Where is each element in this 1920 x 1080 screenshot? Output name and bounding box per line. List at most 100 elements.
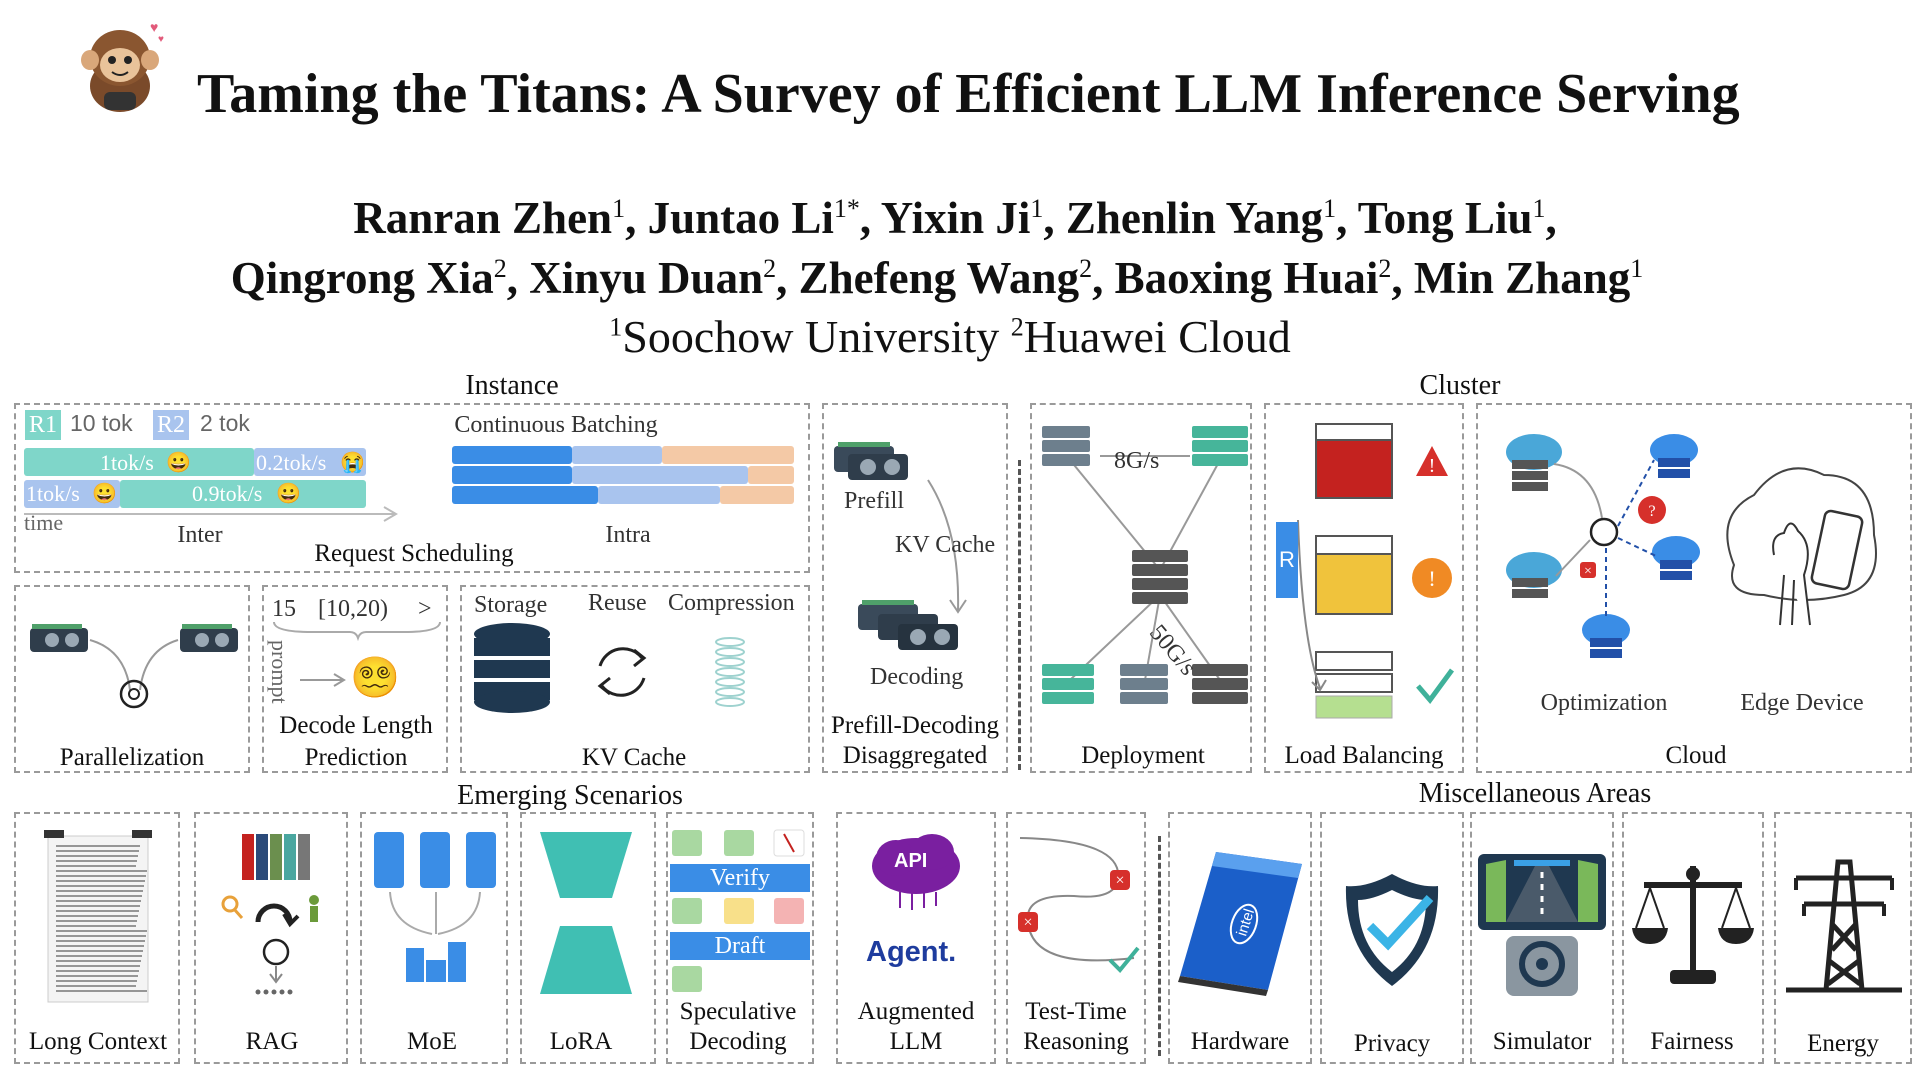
energy-label: Energy bbox=[1807, 1030, 1879, 1057]
long-context-panel bbox=[14, 812, 180, 1064]
aug-label-1: Augmented bbox=[857, 998, 975, 1025]
api-text: API bbox=[894, 850, 928, 872]
lora-icon bbox=[540, 832, 632, 994]
spec-label-2: Decoding bbox=[689, 1028, 787, 1055]
decode-v2: [10,20) bbox=[318, 596, 388, 622]
affiliation-number: 2 bbox=[1010, 312, 1024, 342]
batch-row-2a bbox=[452, 466, 572, 484]
monkey-mascot-icon: ♥ ♥ bbox=[81, 21, 164, 112]
pd-label-2: Disaggregated bbox=[842, 742, 988, 769]
author-name: Yixin Ji bbox=[880, 193, 1031, 243]
batch-row-2b bbox=[572, 466, 748, 484]
simulator-icon bbox=[1478, 854, 1606, 996]
energy-tower-icon bbox=[1786, 859, 1902, 993]
crying-emoji-icon: 😭 bbox=[340, 452, 365, 474]
edge-device-llama-icon bbox=[1726, 467, 1877, 626]
author-name: Tong Liu bbox=[1357, 193, 1533, 243]
prompt-label: prompt bbox=[267, 640, 292, 704]
spec-label-1: Speculative bbox=[679, 998, 797, 1025]
parallelization-label: Parallelization bbox=[59, 744, 205, 771]
affiliation-number: 1 bbox=[609, 312, 623, 342]
ttr-label-1: Test-Time bbox=[1025, 998, 1127, 1025]
decode-v1: 15 bbox=[272, 596, 296, 622]
compression-label: Compression bbox=[668, 590, 795, 616]
author-name: Baoxing Huai bbox=[1114, 253, 1379, 303]
authors-line-1: Ranran Zhen1, Juntao Li1*, Yixin Ji1, Zh… bbox=[353, 193, 1557, 243]
simulator-panel bbox=[1470, 812, 1614, 1064]
moe-icon bbox=[374, 832, 496, 982]
speculative-grid-icon bbox=[672, 829, 805, 992]
emerging-misc-divider bbox=[1158, 836, 1161, 1056]
pd-label-1: Prefill-Decoding bbox=[830, 712, 1000, 739]
kv-transfer-arrow-icon bbox=[927, 479, 967, 614]
parallelization-panel bbox=[14, 585, 250, 773]
moe-label: MoE bbox=[407, 1028, 457, 1055]
decode-v3: > bbox=[418, 596, 432, 622]
batch-row-1a bbox=[452, 446, 572, 464]
timeline-bar-d bbox=[120, 480, 366, 508]
request-scheduling-label: Request Scheduling bbox=[314, 540, 514, 567]
author-affiliation-mark: 2 bbox=[763, 254, 777, 283]
thinking-emoji-icon: 😵‍💫 bbox=[350, 655, 400, 700]
batch-row-2c bbox=[748, 466, 794, 484]
prompt-arrow-icon bbox=[300, 673, 346, 687]
author-affiliation-mark: 1 bbox=[1532, 194, 1546, 223]
authors-line-2: Qingrong Xia2, Xinyu Duan2, Zhefeng Wang… bbox=[230, 253, 1644, 303]
hardware-card-icon bbox=[1178, 852, 1302, 996]
r1-tag: R1 bbox=[25, 410, 61, 440]
r1-text: 10 tok bbox=[70, 410, 133, 436]
section-cluster: Cluster bbox=[1419, 370, 1501, 401]
draft-box: Draft bbox=[670, 932, 810, 960]
aug-label-2: LLM bbox=[889, 1028, 943, 1055]
augmented-llm-panel bbox=[836, 812, 996, 1064]
rag-label: RAG bbox=[245, 1028, 299, 1055]
verify-box: Verify bbox=[670, 864, 810, 892]
intra-label: Intra bbox=[605, 522, 651, 548]
author-name: Xinyu Duan bbox=[529, 253, 764, 303]
affiliation-name: Huawei Cloud bbox=[1023, 311, 1291, 362]
svg-text:×: × bbox=[1023, 914, 1032, 931]
batch-row-3c bbox=[720, 486, 794, 504]
prefill-label: Prefill bbox=[844, 488, 904, 514]
smile-emoji-icon: 😀 bbox=[166, 452, 191, 474]
compression-spring-icon bbox=[715, 637, 745, 707]
load-balancing-icon: ! ! bbox=[1297, 423, 1455, 719]
kv-cache-panel bbox=[460, 585, 810, 773]
batch-row-3b bbox=[598, 486, 720, 504]
privacy-label: Privacy bbox=[1353, 1030, 1431, 1057]
load-balancing-panel bbox=[1264, 403, 1464, 773]
decoding-label: Decoding bbox=[870, 664, 964, 690]
reasoning-paths-icon: × × bbox=[1018, 837, 1140, 973]
author-affiliation-mark: 1 bbox=[1030, 194, 1044, 223]
author-affiliation-mark: 2 bbox=[493, 254, 507, 283]
long-context-label: Long Context bbox=[28, 1028, 168, 1055]
ttr-label-2: Reasoning bbox=[1023, 1028, 1129, 1055]
cloud-panel bbox=[1476, 403, 1912, 773]
lora-panel bbox=[520, 812, 656, 1064]
energy-panel bbox=[1774, 812, 1912, 1064]
time-label: time bbox=[24, 510, 64, 535]
r2-text: 2 tok bbox=[200, 410, 250, 436]
parallel-gpus-icon bbox=[30, 624, 238, 709]
author-name: Juntao Li bbox=[647, 193, 834, 243]
request-scheduling-panel bbox=[14, 403, 810, 573]
instance-cluster-divider bbox=[1018, 460, 1021, 770]
timeline-bar-c bbox=[24, 480, 120, 508]
timeline-bar-a bbox=[24, 448, 254, 476]
optimization-label: Optimization bbox=[1540, 690, 1668, 716]
decode-length-label-2: Prediction bbox=[304, 744, 408, 771]
prefill-gpu-icon bbox=[834, 442, 908, 480]
storage-database-icon bbox=[474, 623, 550, 713]
hardware-label: Hardware bbox=[1190, 1028, 1290, 1055]
api-cloud-icon bbox=[872, 834, 960, 910]
rate-c: 1tok/s bbox=[26, 481, 80, 506]
privacy-panel bbox=[1320, 812, 1464, 1064]
rate-a: 1tok/s bbox=[100, 450, 154, 475]
author-name: Zhefeng Wang bbox=[798, 253, 1080, 303]
reuse-cycle-icon bbox=[597, 647, 647, 697]
author-affiliation-mark: 1 bbox=[612, 194, 626, 223]
svg-text:×: × bbox=[1115, 872, 1124, 889]
svg-text:♥: ♥ bbox=[150, 21, 158, 36]
batch-row-1b bbox=[572, 446, 662, 464]
deployment-label: Deployment bbox=[1081, 742, 1205, 769]
